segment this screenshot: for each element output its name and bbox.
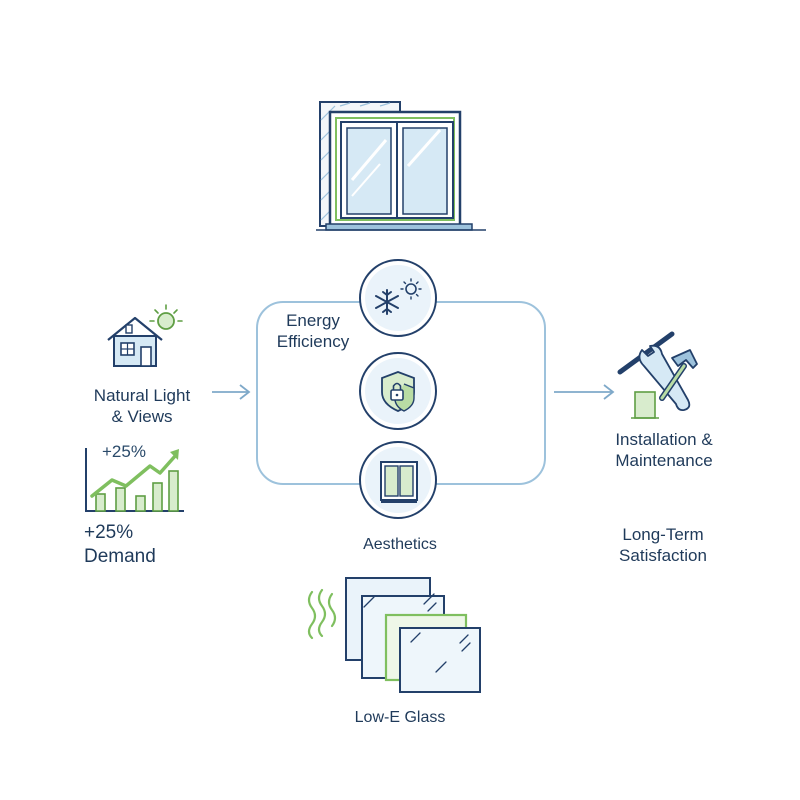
arrow-left-icon <box>212 384 251 400</box>
demand-line-2: Demand <box>84 545 156 567</box>
low-e-glass-label: Low-E Glass <box>354 709 446 726</box>
window-frame-icon <box>359 441 437 519</box>
installation-line-2: Maintenance <box>615 451 713 471</box>
growth-badge-label: +25% <box>102 442 146 461</box>
long-term-line-1: Long-Term <box>622 525 704 544</box>
installation-line-1: Installation & <box>615 430 713 449</box>
energy-efficiency-line-1: Energy <box>286 311 340 330</box>
wrench-hammer-icon <box>617 331 698 419</box>
shield-lock-icon <box>359 352 437 430</box>
demand-label: +25% Demand <box>84 521 204 569</box>
long-term-label: Long-Term Satisfaction <box>598 524 728 567</box>
growth-chart-icon <box>85 448 184 512</box>
energy-efficiency-line-2: Efficiency <box>276 332 350 352</box>
natural-light-line-1: Natural Light <box>93 386 191 405</box>
glass-panes-icon <box>307 577 481 693</box>
demand-line-1: +25% <box>84 522 134 543</box>
arrow-right-icon <box>554 384 615 400</box>
house-sun-icon <box>107 304 183 367</box>
aesthetics-label: Aesthetics <box>363 536 437 553</box>
energy-efficiency-label: Energy Efficiency <box>258 310 368 353</box>
natural-light-label: Natural Light & Views <box>72 385 212 428</box>
snowflake-sun-icon <box>359 259 437 337</box>
natural-light-line-2: & Views <box>111 407 173 427</box>
sliding-window-icon <box>316 101 486 231</box>
installation-label: Installation & Maintenance <box>596 429 732 472</box>
long-term-line-2: Satisfaction <box>619 546 707 566</box>
